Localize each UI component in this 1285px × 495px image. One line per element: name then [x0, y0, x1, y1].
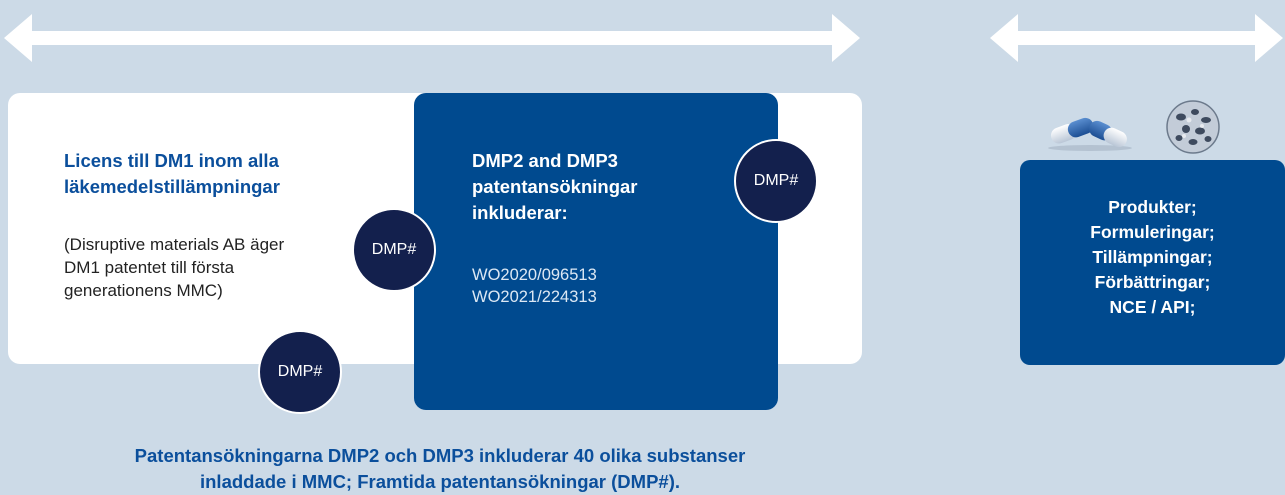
dmp-badge: DMP#: [734, 139, 818, 223]
patent-number: WO2020/096513: [472, 266, 597, 284]
dmp-badge: DMP#: [352, 208, 436, 292]
license-title: Licens till DM1 inom alla läkemedelstill…: [64, 150, 280, 197]
footer-line: inladdade i MMC; Framtida patentansöknin…: [199, 471, 680, 492]
double-headed-arrow-icon: [990, 14, 1283, 62]
capsules-icon: [1048, 117, 1132, 151]
product-item: Produkter;: [1108, 197, 1197, 217]
patent-list: WO2020/096513 WO2021/224313: [472, 264, 722, 308]
dmp-badge: DMP#: [258, 330, 342, 414]
product-list: Produkter; Formuleringar; Tillämpningar;…: [1020, 195, 1285, 320]
dmp-panel: [414, 93, 778, 410]
product-item: Formuleringar;: [1090, 222, 1215, 242]
product-item: Tillämpningar;: [1092, 247, 1213, 267]
porous-particle-icon: [1166, 100, 1220, 154]
footer-line: Patentansökningarna DMP2 och DMP3 inklud…: [134, 445, 746, 466]
double-headed-arrow-icon: [4, 14, 860, 62]
product-item: NCE / API;: [1109, 297, 1196, 317]
patent-number: WO2021/224313: [472, 288, 597, 306]
products-panel: [1020, 160, 1285, 365]
dmp-title: DMP2 and DMP3 patentansökningar inkluder…: [472, 150, 638, 223]
footer-caption: Patentansökningarna DMP2 och DMP3 inklud…: [40, 443, 840, 495]
product-item: Förbättringar;: [1094, 272, 1211, 292]
license-note: (Disruptive materials AB äger DM1 patent…: [64, 235, 285, 300]
